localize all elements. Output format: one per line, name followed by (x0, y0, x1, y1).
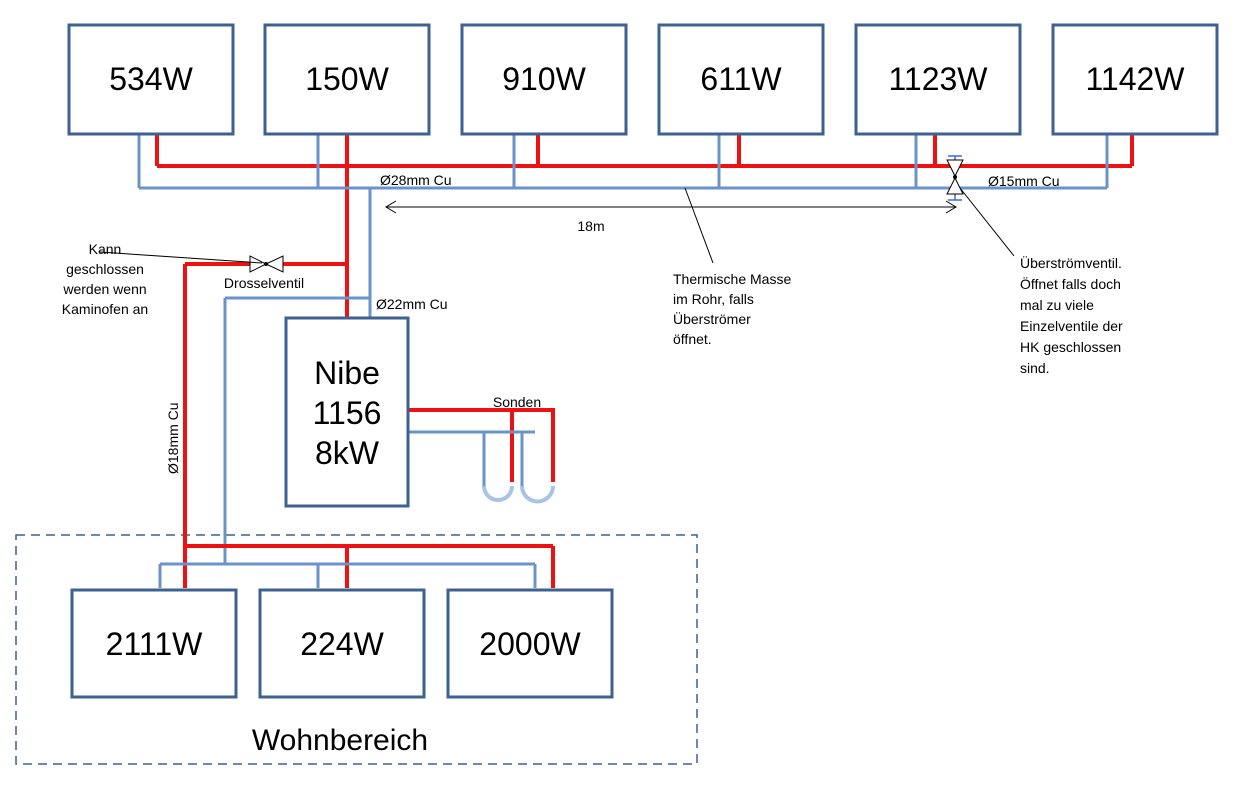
svg-text:HK geschlossen: HK geschlossen (1020, 339, 1121, 355)
living-area-label: Wohnbereich (252, 724, 428, 757)
living-supply-pipes (185, 544, 555, 588)
kann-leader-line (99, 251, 263, 264)
svg-text:Kaminofen an: Kaminofen an (62, 301, 148, 317)
radiator-power: 534W (109, 61, 193, 97)
top-supply-pipes (155, 135, 1134, 318)
heat-pump: Nibe 1156 8kW (284, 316, 410, 508)
heat-pump-label-2: 1156 (313, 395, 382, 431)
svg-text:Thermische Masse: Thermische Masse (673, 271, 791, 287)
radiator-power: 2111W (106, 626, 203, 662)
radiator-power: 224W (300, 626, 384, 662)
throttle-valve-label: Drosselventil (224, 275, 304, 291)
svg-text:geschlossen: geschlossen (66, 261, 144, 277)
radiator-box (460, 23, 628, 136)
radiator-box (854, 23, 1022, 136)
heat-pump-label-1: Nibe (314, 355, 380, 391)
pipe-22mm-label: Ø22mm Cu (376, 296, 448, 312)
note-thermische-masse: Thermische Masse im Rohr, falls Überströ… (673, 271, 791, 347)
svg-text:mal zu viele: mal zu viele (1020, 297, 1094, 313)
svg-text:Einzelventile der: Einzelventile der (1020, 318, 1123, 334)
svg-text:im Rohr, falls: im Rohr, falls (673, 291, 754, 307)
radiator-box (657, 23, 825, 136)
radiator-power: 1142W (1085, 61, 1185, 97)
radiator-box (446, 588, 614, 699)
radiator-power: 1123W (888, 61, 988, 97)
radiator-box (263, 23, 431, 136)
radiator-box (67, 23, 235, 136)
radiator-power: 150W (305, 61, 389, 97)
distance-arrow (385, 200, 957, 214)
throttle-valve-icon (249, 255, 284, 273)
svg-text:werden wenn: werden wenn (62, 281, 146, 297)
living-return-distribution (158, 562, 537, 588)
svg-text:Öffnet falls doch: Öffnet falls doch (1020, 275, 1121, 292)
radiator-power: 2000W (479, 626, 581, 662)
note-ueberstroemventil: Überströmventil. Öffnet falls doch mal z… (1020, 254, 1123, 376)
pipe-28mm-label: Ø28mm Cu (380, 172, 452, 188)
radiator-power: 910W (502, 61, 586, 97)
living-area-outline (15, 534, 698, 765)
svg-text:öffnet.: öffnet. (673, 331, 712, 347)
throttle-branch-pipes (183, 262, 347, 588)
top-radiators: 534W 150W 910W 611W 1123W 1142W (67, 23, 1219, 136)
ground-loops (408, 408, 555, 504)
distance-label: 18m (577, 218, 604, 234)
radiator-box (1051, 23, 1219, 136)
probes-label: Sonden (493, 394, 541, 410)
living-return-pipes (223, 296, 370, 564)
bottom-radiators: 2111W 224W 2000W (70, 588, 614, 699)
radiator-box (258, 588, 426, 699)
svg-text:Kann: Kann (89, 241, 122, 257)
svg-text:Überströmventil.: Überströmventil. (1020, 254, 1122, 271)
radiator-power: 611W (700, 61, 782, 97)
thermisch-leader-line (684, 187, 714, 264)
svg-text:Überströmer: Überströmer (673, 310, 751, 327)
radiator-box (70, 588, 238, 699)
overflow-valve-icon (946, 155, 964, 201)
heat-pump-label-3: 8kW (315, 435, 380, 471)
ueberstroem-leader-line (959, 187, 1015, 257)
pipe-18mm-label: Ø18mm Cu (165, 402, 181, 474)
top-return-pipes (137, 135, 1109, 318)
heat-pump-box (284, 316, 410, 508)
pipe-15mm-label: Ø15mm Cu (988, 173, 1060, 189)
svg-text:sind.: sind. (1020, 360, 1050, 376)
note-kann: Kann geschlossen werden wenn Kaminofen a… (62, 241, 148, 317)
